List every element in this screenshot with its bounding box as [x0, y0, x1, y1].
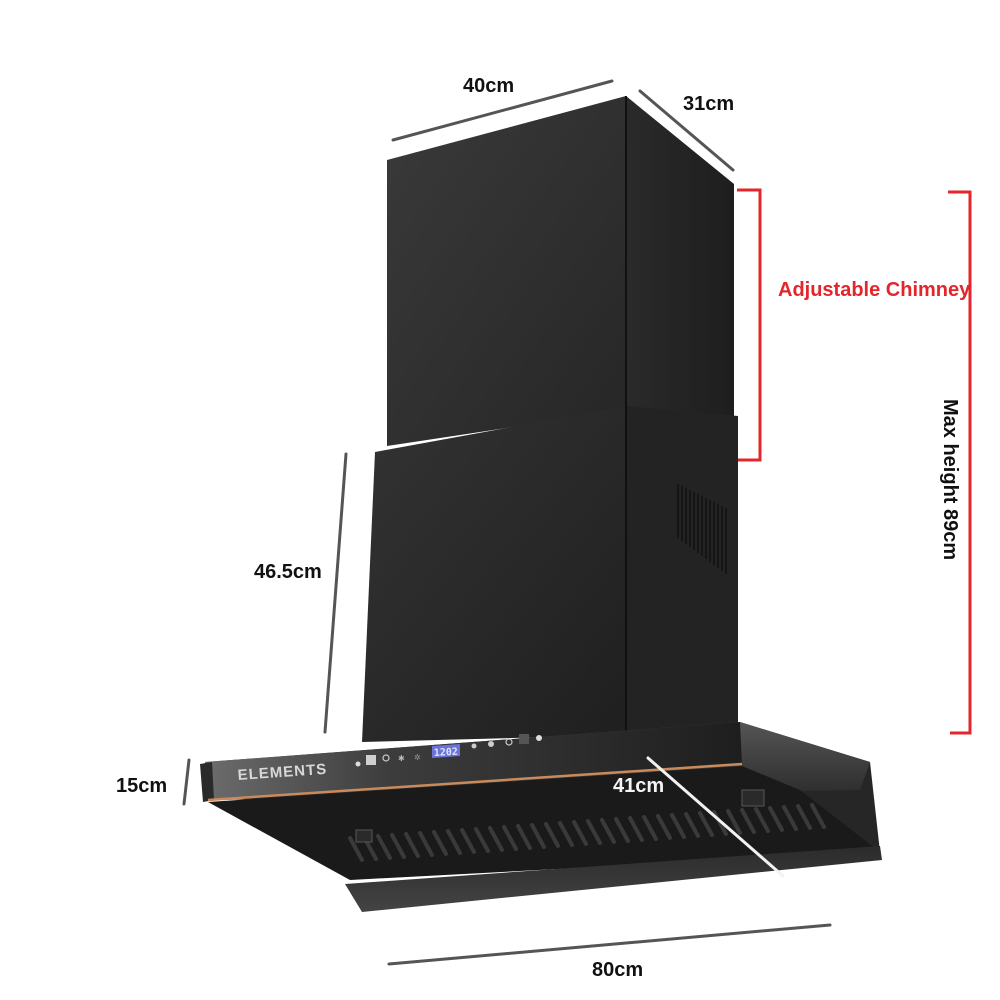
- lcd-value: 1202: [434, 747, 459, 759]
- hood-depth-line: [646, 756, 785, 878]
- timer-icon[interactable]: [471, 743, 477, 749]
- adjustable-chimney-label: Adjustable Chimney: [778, 279, 971, 301]
- fan-low-icon[interactable]: ✲: [414, 753, 421, 762]
- depth-top-line: [638, 89, 735, 172]
- red-brackets: [737, 188, 972, 735]
- chimney-height-line: [323, 452, 348, 734]
- max-height-bracket: [948, 190, 972, 735]
- fan-high-icon[interactable]: ✱: [398, 754, 405, 763]
- adjustable-chimney-bracket: [737, 188, 762, 462]
- chimney-upper: [387, 96, 734, 446]
- lcd-display: [432, 744, 460, 758]
- hood-width-label: 80cm: [592, 959, 643, 981]
- top-width-label: 40cm: [463, 75, 514, 97]
- width-top-line: [391, 79, 614, 142]
- refresh-icon[interactable]: [382, 754, 390, 762]
- hood-height-line: [182, 758, 191, 806]
- hood-width-line: [387, 923, 832, 966]
- max-height-label: Max height 89cm: [939, 399, 961, 560]
- top-depth-label: 31cm: [683, 93, 734, 115]
- filter-latch-right: [741, 789, 765, 807]
- square-button-icon[interactable]: [519, 734, 529, 744]
- brand-logo: ELEMENTS: [237, 761, 328, 784]
- oil-tray: [345, 846, 882, 912]
- hood-body: [200, 722, 882, 912]
- hood-depth-label: 41cm: [613, 775, 664, 797]
- dimension-lines: [182, 79, 832, 966]
- power-icon[interactable]: [505, 738, 513, 746]
- light-icon[interactable]: [488, 741, 494, 747]
- filter-latch-left: [355, 829, 373, 843]
- chimney-height-label: 46.5cm: [254, 561, 322, 583]
- flame-icon[interactable]: [355, 761, 361, 767]
- side-vent: [677, 484, 727, 574]
- control-panel: ✱ ✲ 1202: [355, 734, 542, 767]
- chimney-lower: [362, 406, 738, 742]
- copper-trim: [207, 762, 743, 802]
- hood-height-label: 15cm: [116, 775, 167, 797]
- flame-icon[interactable]: [536, 735, 542, 741]
- square-button-icon[interactable]: [366, 755, 376, 765]
